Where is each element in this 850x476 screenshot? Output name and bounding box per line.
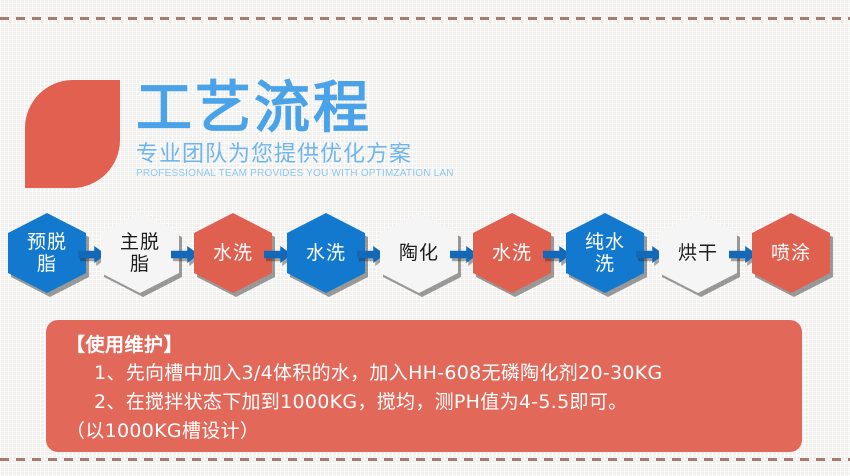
hexagon-icon: 喷涂: [752, 213, 833, 297]
usage-step-1: 1、先向槽中加入3/4体积的水，加入HH-608无磷陶化剂20-30KG: [94, 362, 663, 384]
header-leaf-decoration: [25, 80, 120, 188]
hexagon-icon: 水洗: [287, 213, 368, 297]
hexagon-icon: 烘干: [659, 213, 740, 297]
flow-step-label: 纯水洗: [584, 231, 625, 275]
flow-step-6[interactable]: 水洗: [473, 213, 554, 297]
process-flow-diagram: 预脱脂 主脱脂 水洗 水洗 陶化 水洗 纯水洗 烘干 喷涂: [0, 213, 850, 297]
flow-step-label: 主脱脂: [119, 231, 160, 275]
flow-step-label: 水洗: [212, 242, 253, 264]
flow-step-label: 喷涂: [770, 242, 811, 264]
flow-step-2[interactable]: 主脱脂: [101, 213, 182, 297]
header-text-block: 工艺流程 专业团队为您提供优化方案 PROFESSIONAL TEAM PROV…: [136, 78, 556, 180]
usage-step-2: 2、在搅拌状态下加到1000KG，搅均，测PH值为4-5.5即可。: [94, 391, 628, 413]
flow-step-label: 预脱脂: [26, 231, 67, 275]
hexagon-icon: 水洗: [194, 213, 275, 297]
flow-step-3[interactable]: 水洗: [194, 213, 275, 297]
flow-step-label: 陶化: [398, 242, 439, 264]
usage-maintenance-panel: 【使用维护】 1、先向槽中加入3/4体积的水，加入HH-608无磷陶化剂20-3…: [46, 320, 802, 452]
flow-step-9[interactable]: 喷涂: [752, 213, 833, 297]
page-title: 工艺流程: [136, 76, 372, 141]
flow-step-4[interactable]: 水洗: [287, 213, 368, 297]
page-subtitle-chinese: 专业团队为您提供优化方案: [136, 142, 413, 167]
page-subtitle-english: PROFESSIONAL TEAM PROVIDES YOU WITH OPTI…: [136, 168, 454, 179]
hexagon-icon: 预脱脂: [8, 213, 89, 297]
flow-step-label: 水洗: [305, 242, 346, 264]
flow-step-7[interactable]: 纯水洗: [566, 213, 647, 297]
top-dashed-divider: [0, 17, 850, 20]
hexagon-icon: 主脱脂: [101, 213, 182, 297]
flow-step-1[interactable]: 预脱脂: [8, 213, 89, 297]
flow-step-label: 水洗: [491, 242, 532, 264]
flow-step-label: 烘干: [677, 242, 718, 264]
flow-step-5[interactable]: 陶化: [380, 213, 461, 297]
hexagon-icon: 陶化: [380, 213, 461, 297]
usage-panel-title: 【使用维护】: [66, 334, 184, 356]
bottom-dashed-divider: [0, 458, 850, 461]
usage-footer-note: （以1000KG槽设计）: [66, 420, 260, 442]
flow-step-8[interactable]: 烘干: [659, 213, 740, 297]
hexagon-icon: 水洗: [473, 213, 554, 297]
hexagon-icon: 纯水洗: [566, 213, 647, 297]
